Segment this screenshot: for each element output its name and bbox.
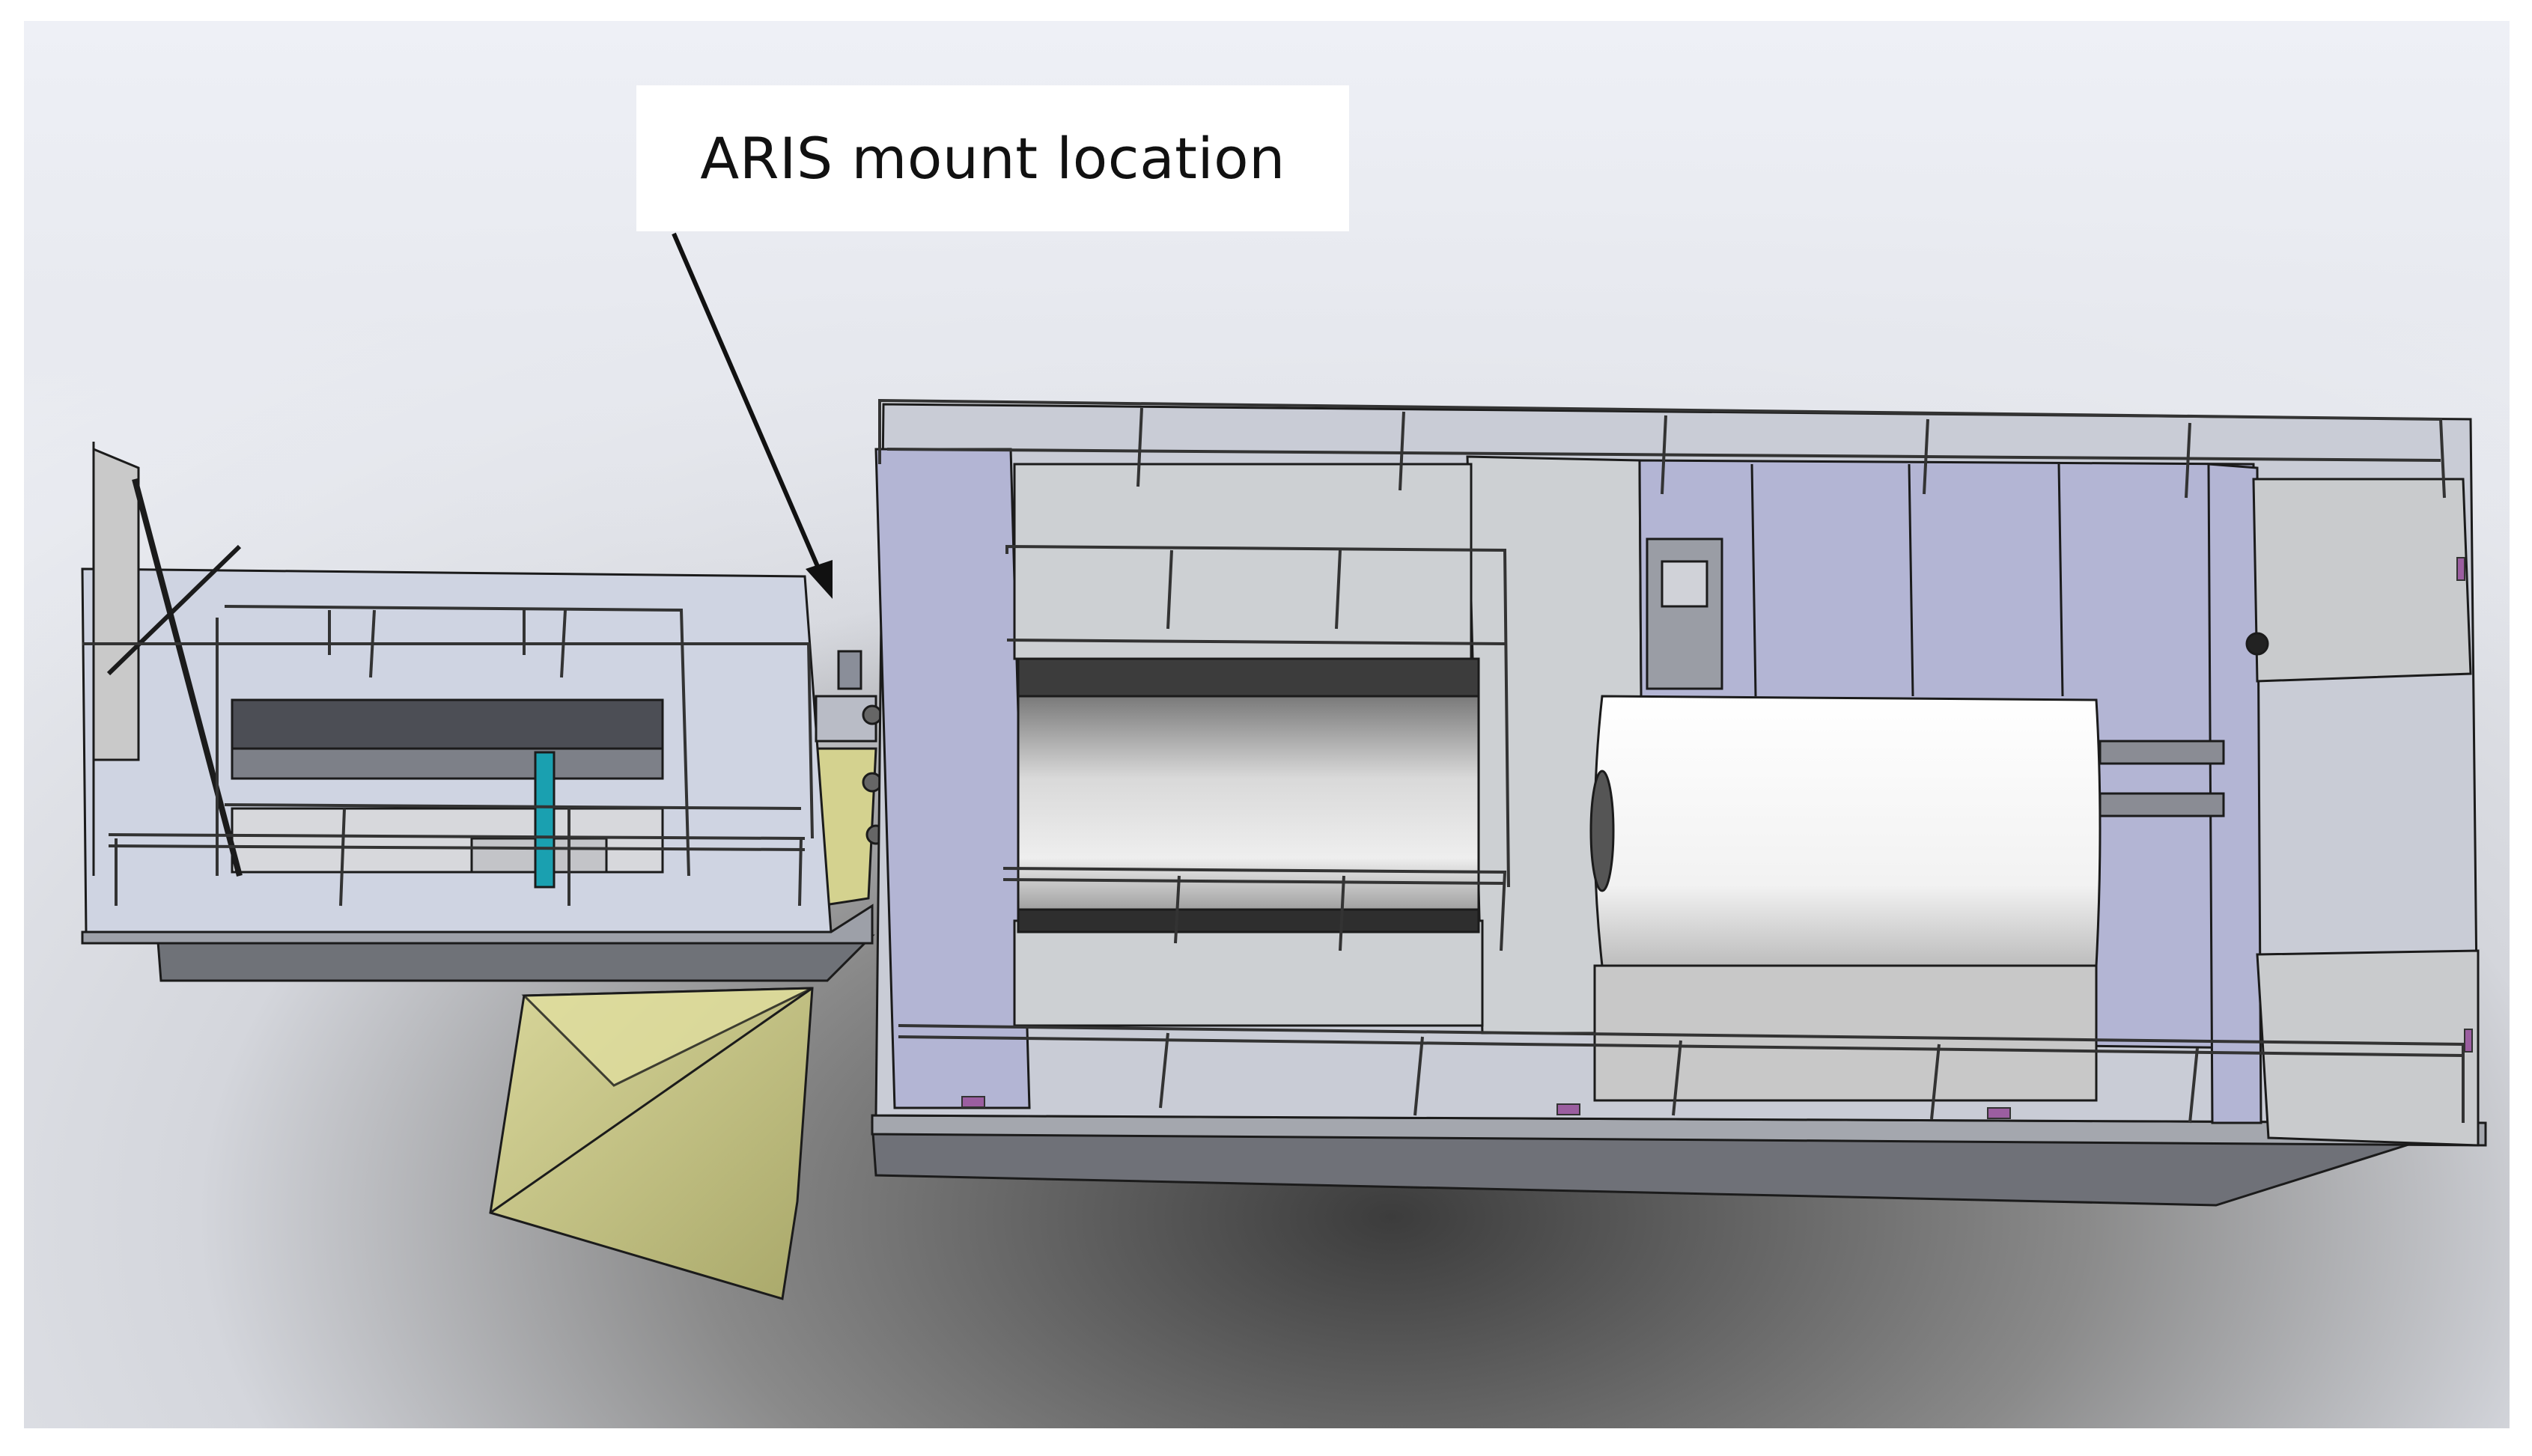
sonar-cone [489,747,877,1300]
callout-box: ARIS mount location [636,85,1349,231]
main-railings [878,398,2465,1124]
left-frame [81,442,875,982]
aris-mount [815,650,886,845]
callout-label: ARIS mount location [700,125,1285,192]
main-hull [871,403,2487,1207]
left-railings [82,605,814,907]
callout-arrow [672,232,833,599]
hull-fittings [961,557,2473,1119]
